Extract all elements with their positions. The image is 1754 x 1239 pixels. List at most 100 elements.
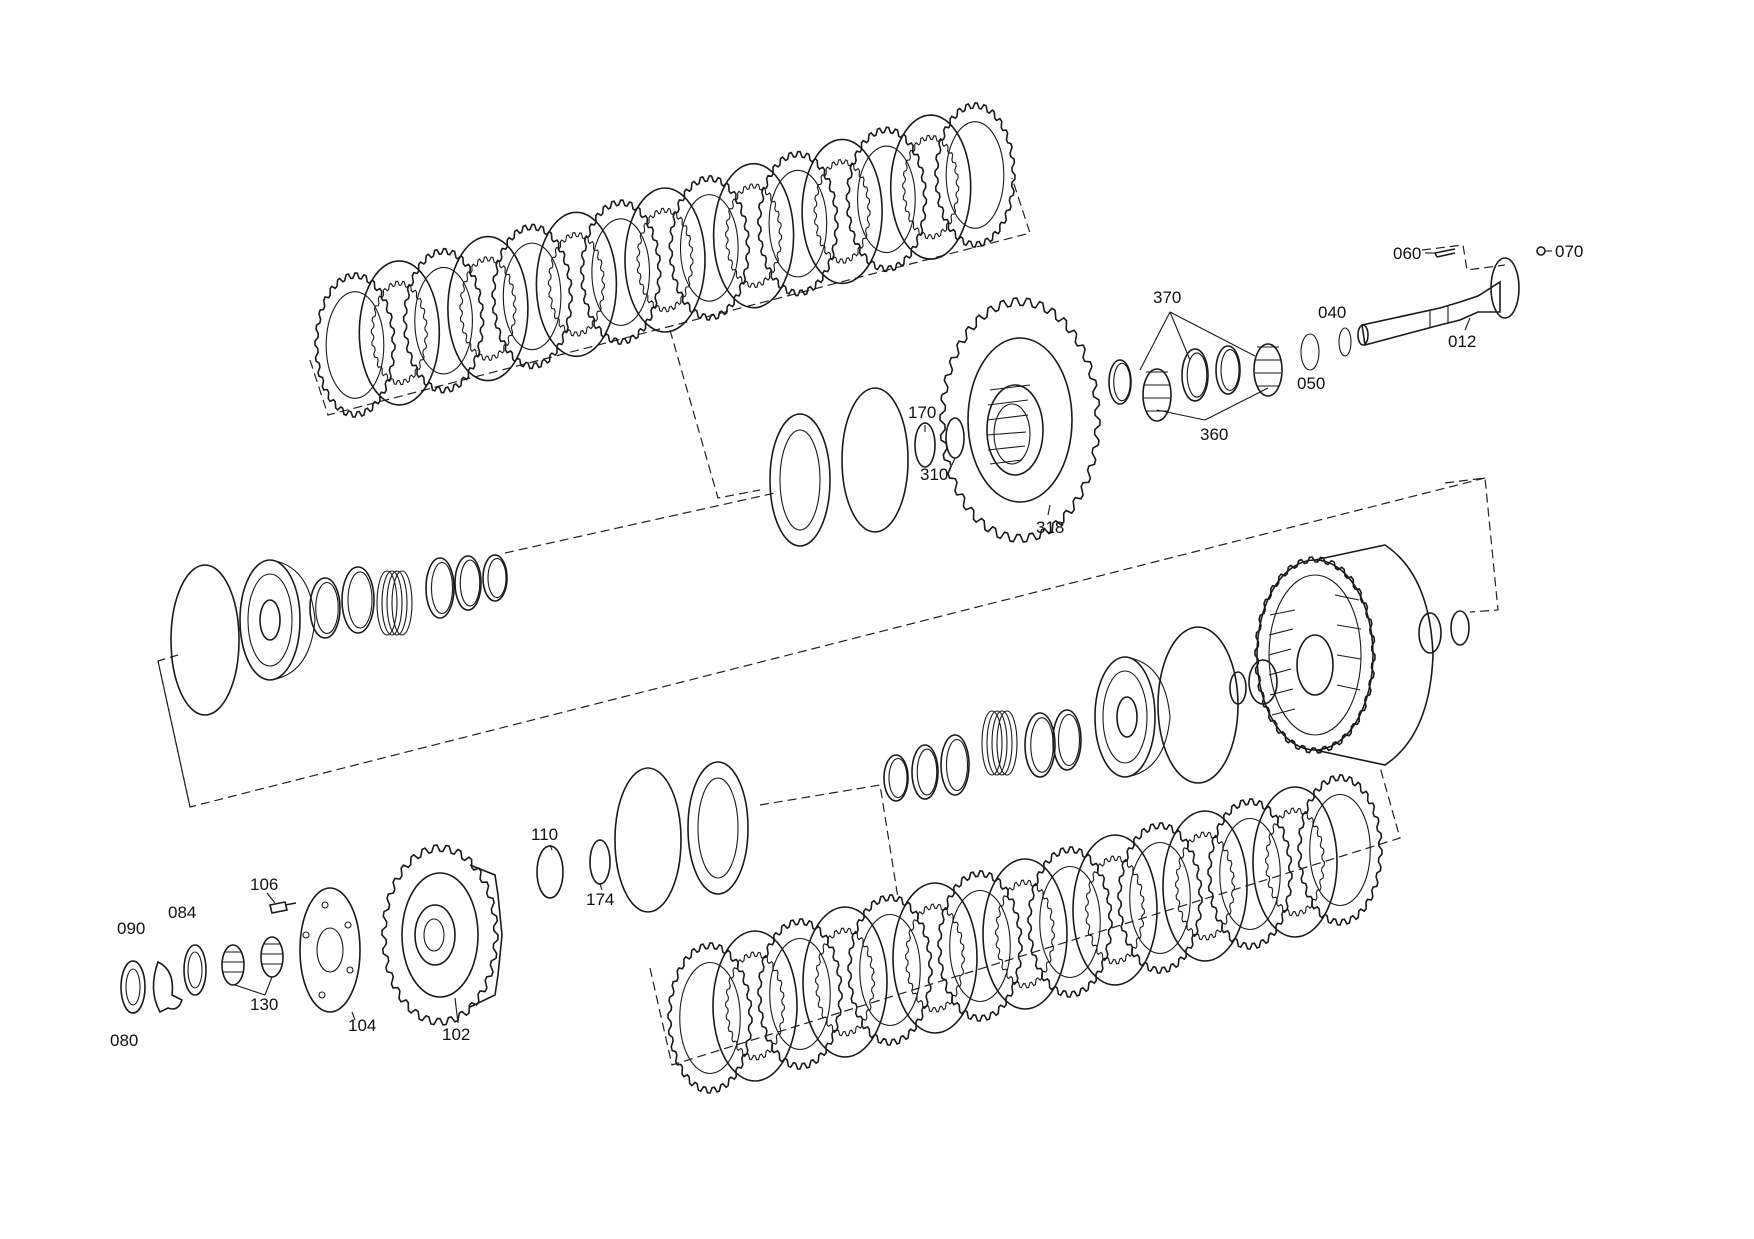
lower-pack-plate-13 [1207,798,1293,950]
ring-upper-b-inner [347,571,373,629]
lower-pack-plate-9-teeth [1027,846,1113,998]
upper-pack-plate-6-inner-teeth [547,232,605,337]
upper-pack-plate-13-friction-face [857,145,916,254]
ring-upper-a-inner [315,581,339,635]
upper-pack-plate-4-outer [447,235,529,382]
label-040: 040 [1318,303,1346,322]
ring-lower-a [883,754,909,802]
shaft-012 [1357,257,1520,347]
ring-370-a-inner [1113,362,1131,402]
bearing-360-b [1253,343,1283,397]
gear-318-hub [986,384,1044,476]
piston-upper-outer [239,559,301,681]
gear-102-web [401,872,479,998]
middle-row-parts [309,345,1241,802]
lower-pack-plate-14 [1252,786,1338,938]
lower-pack-plate-4 [802,906,888,1058]
leader-130 [234,976,273,996]
lower-pack-plate-14-outer [1252,786,1338,938]
clutch-drum-internal-splines [1268,594,1362,716]
shaft-012-groove [1429,305,1449,328]
lower-pack-plate-11 [1117,822,1203,974]
ring-370-b-inner [1186,352,1208,398]
label-050: 050 [1297,374,1325,393]
upper-pack-plate-5-friction-face [502,242,562,351]
label-084: 084 [168,903,196,922]
upper-pack-plate-12 [801,138,883,285]
ring-lower-c-inner [945,738,969,792]
upper-pack-plate-15-friction-face [945,121,1005,229]
lower-pack-plate-1-teeth [667,942,753,1094]
ring-370-c [1215,345,1241,395]
lower-pack-plate-1-friction-face [679,961,741,1075]
bearings-360 [1142,343,1283,422]
upper-pack-plate-1 [314,272,396,418]
lock-plate-090 [152,960,183,1014]
lower-pack-plate-10 [1072,834,1158,986]
lower-pack-plate-3-teeth [757,918,843,1070]
ring-upper-c [425,557,455,619]
leader-106 [266,892,276,904]
large-o-ring-lower [1157,626,1239,784]
toothed-plate-upper [769,413,831,547]
bearings-130 [221,936,284,986]
lower-pack-plate-3-friction-face [769,937,831,1051]
ring-370-c-inner [1220,349,1240,391]
upper-pack-plate-4-inner-teeth [459,256,517,361]
bearing-130-b [260,936,284,978]
upper-pack-plate-1-teeth [314,272,396,418]
lower-pack-plate-13-friction-face [1219,817,1281,931]
lower-pack-plate-13-teeth [1207,798,1293,950]
upper-pack-plate-7-teeth [579,199,662,345]
piston-upper-edge [269,559,316,681]
label-130: 130 [250,995,278,1014]
ring-lower-b-inner [916,748,938,796]
small-parts [120,246,1546,1014]
washer-174 [589,839,611,885]
lower-pack-plate-15-teeth [1297,774,1383,926]
spring-lower [981,710,1018,776]
upper-pack-plate-14-outer [889,114,972,260]
label-070: 070 [1555,242,1583,261]
lower-pack-plate-6-outer [892,882,978,1034]
long-return-guide [1444,477,1499,613]
clutch-drum-face [1256,559,1374,751]
lower-pack-plate-12 [1162,810,1248,962]
leader-370 [1139,311,1256,371]
lower-clutch-pack-bracket [649,766,1401,1066]
lower-pack-plate-6-inner-teeth [905,903,965,1013]
piston-lower [1094,656,1171,778]
ring-upper-b [341,566,375,634]
leader-012 [1464,317,1471,331]
washer-084-inner [187,951,203,989]
ring-lower-b [911,744,939,800]
lower-pack-plate-5 [847,894,933,1046]
upper-pack-plate-3-teeth [402,247,485,394]
clutch-drum-inner-ring [1268,574,1362,736]
lower-pack-plate-3 [757,918,843,1070]
label-360: 360 [1200,425,1228,444]
shaft-012-body [1361,280,1501,347]
bearing-130-a-rollers [223,951,243,973]
ring-370-a [1108,359,1132,405]
label-104: 104 [348,1016,376,1035]
screw-060 [1434,248,1456,258]
plate-104-hole-4 [318,991,326,999]
leader-110 [549,844,553,851]
piston-upper-ring [247,573,293,667]
gear-318-teeth [939,297,1101,543]
lower-left-guide [157,660,191,808]
piston-upper-bore [259,599,281,641]
ring-upper-d-inner [459,559,481,607]
lower-pack-plate-8-outer [982,858,1068,1010]
leader-310 [951,457,956,466]
upper-pack-plate-1-friction-face [325,291,385,399]
piston-lower-outer [1094,656,1156,778]
lower-pack-plate-10-inner-teeth [1085,855,1145,965]
piston-upper [239,559,316,681]
spring-lower-coil-4 [996,710,1018,776]
upper-pack-plate-8 [624,187,706,333]
lower-pack-plate-7 [937,870,1023,1022]
part-number-labels: 070 060 040 012 050 370 360 170 310 318 … [110,242,1583,1050]
